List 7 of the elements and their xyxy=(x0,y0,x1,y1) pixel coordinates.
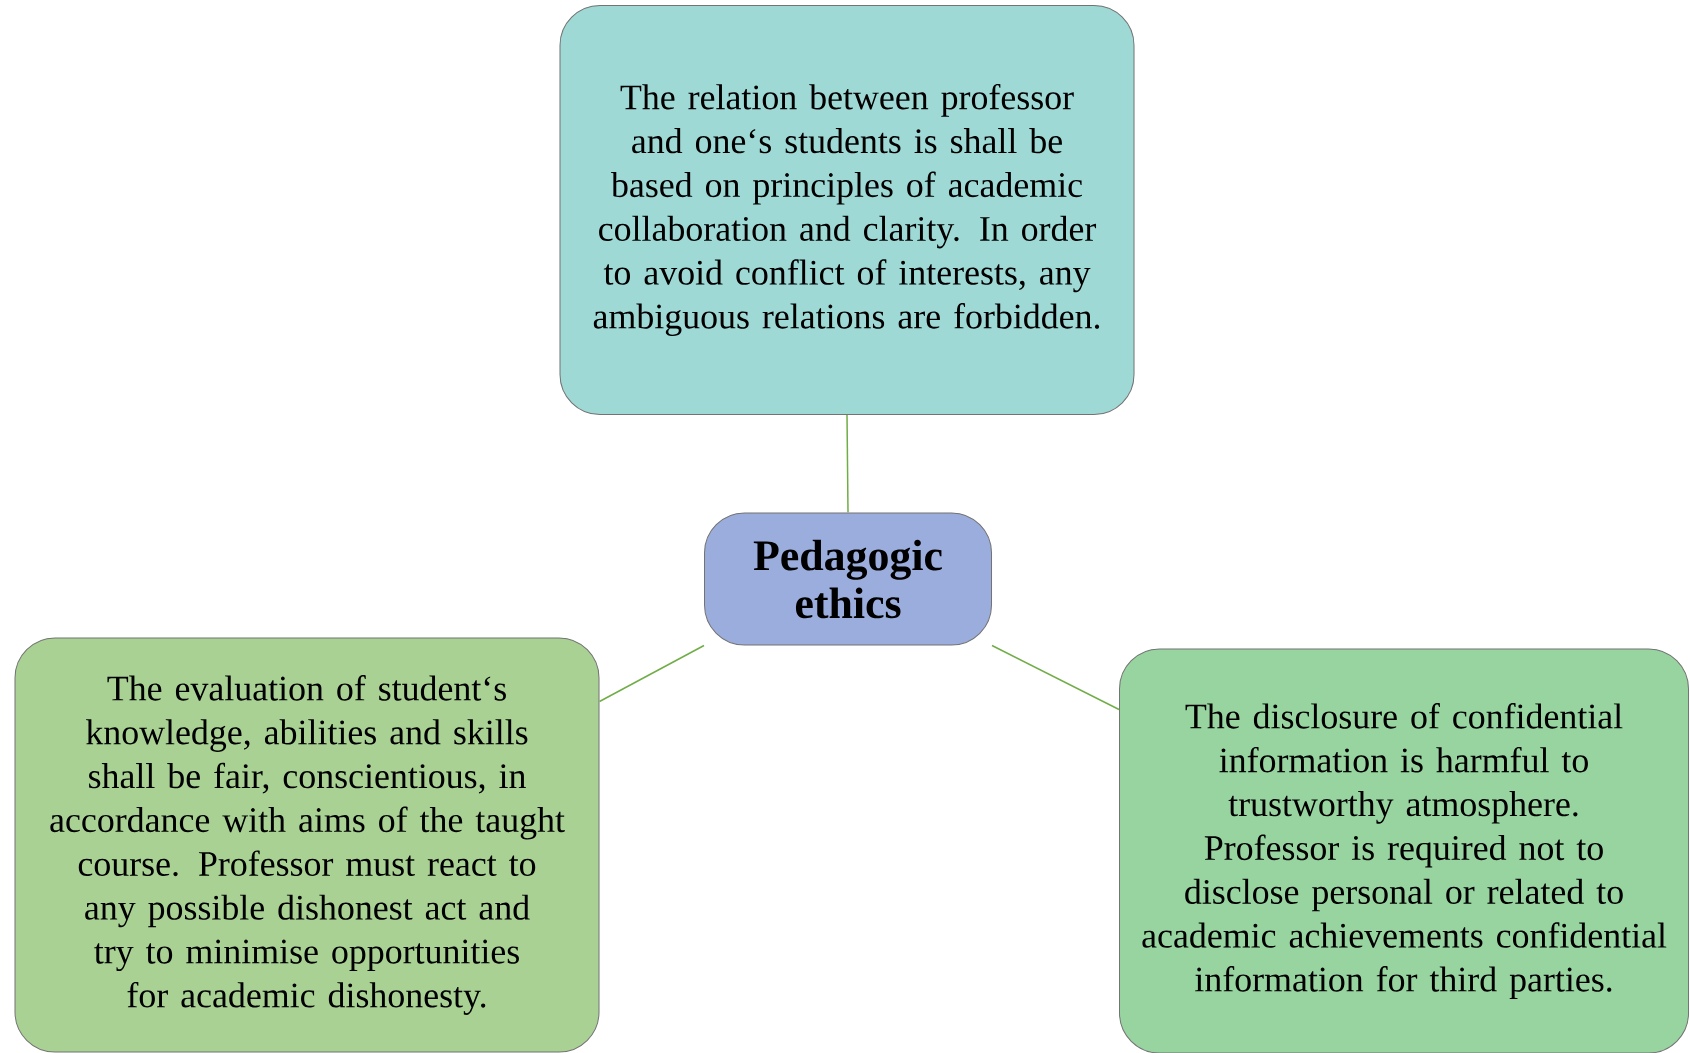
text-box: The disclosure of confidential information is harmful to trustworthy atmosphere. Professor is required not to disclose personal or related to academic achievements confidential information for third parties. xyxy=(1119,648,1689,1053)
text-box: The relation between professor and one‘s students is shall be based on principles of academic collaboration and clarity. In order to avoid conflict of interests, any ambiguous relations are forbidden. xyxy=(559,5,1135,415)
text-box: The evaluation of student‘s knowledge, abilities and skills shall be fair, conscientious, in accordance with aims of the taught course. Professor must react to any possible dishonest act and try to minimise opportunities for academic dishonesty. xyxy=(14,637,600,1053)
connector-line xyxy=(991,644,1120,711)
connector-line xyxy=(846,414,849,514)
connector-line xyxy=(598,644,705,703)
topic-box: Pedagogic ethics xyxy=(704,512,992,646)
